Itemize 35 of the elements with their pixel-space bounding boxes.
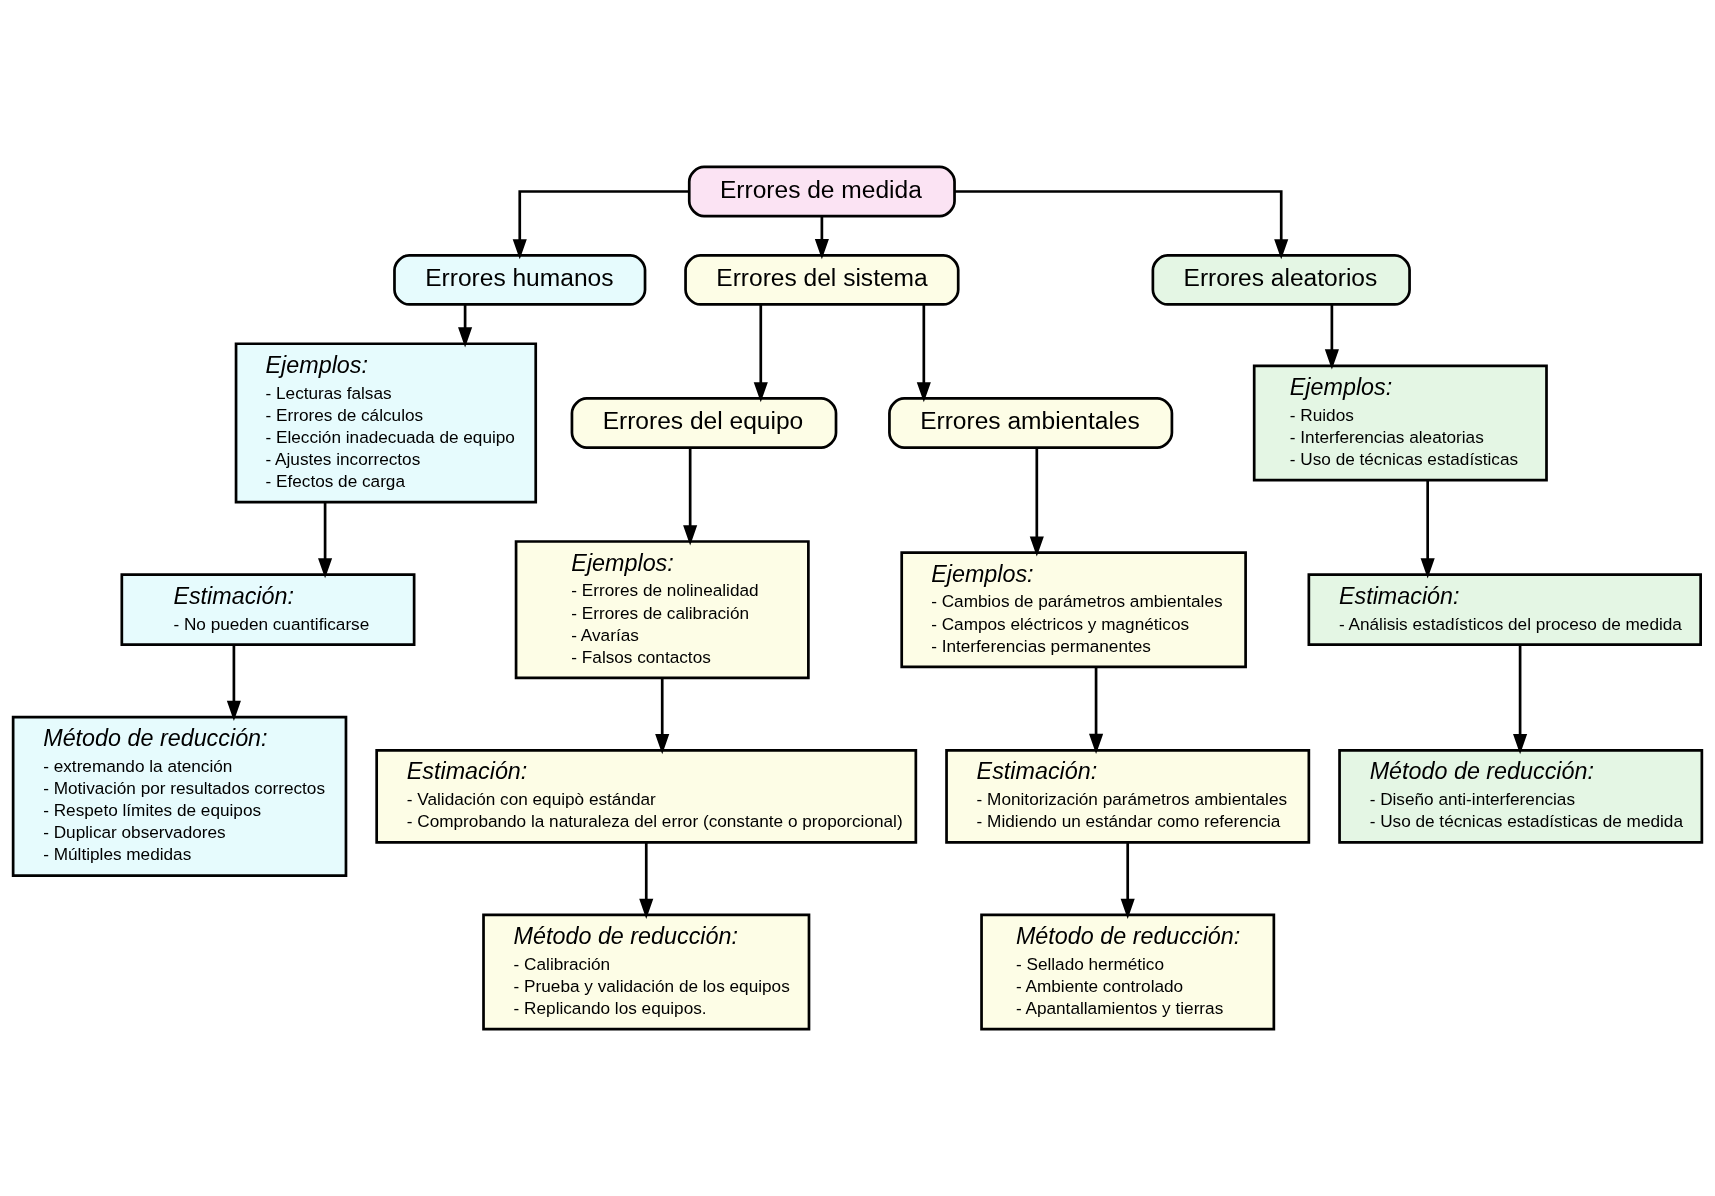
node-box: Método de reducción: - Sellado hermético - Ambiente controlado - Apantallamientos y tierras [980, 913, 1276, 1031]
node-box: Método de reducción: - Diseño anti-interferencias - Uso de técnicas estadísticas de medida [1338, 748, 1704, 844]
arrow [1089, 667, 1104, 755]
node-box: Errores del sistema [684, 254, 960, 306]
node-box: Ejemplos: - Ruidos - Interferencias aleatorias - Uso de técnicas estadísticas [1252, 364, 1548, 482]
node-box: Método de reducción: - Calibración - Prueba y validación de los equipos - Replicando los equipos. [482, 913, 811, 1031]
arrow [753, 304, 768, 403]
arrow [318, 502, 333, 579]
arrow [954, 190, 1289, 260]
arrow [226, 644, 241, 721]
node-box: Errores del equipo [570, 397, 838, 449]
node-box: Errores humanos [393, 254, 647, 306]
arrow [655, 678, 670, 755]
arrow [458, 304, 473, 348]
arrow [1120, 842, 1135, 919]
arrow [1513, 644, 1528, 755]
arrow [512, 190, 689, 260]
node-box: Errores de medida [687, 165, 956, 218]
node-box: Estimación: - No pueden cuantificarse [120, 573, 416, 646]
node-box: Estimación: - Monitorización parámetros ambientales - Midiendo un estándar como referencia [945, 748, 1311, 844]
arrow [683, 447, 698, 546]
node-box: Ejemplos: - Errores de nolinealidad - Errores de calibración - Avarías - Falsos contactos [514, 540, 810, 680]
node-box: Estimación: - Análisis estadísticos del proceso de medida [1307, 573, 1702, 646]
node-box: Método de reducción: - extremando la atención - Motivación por resultados correctos - Respeto límites de equipos - Duplicar observadores - Múltiples medidas [11, 715, 348, 877]
arrow [814, 216, 829, 260]
arrow [1420, 480, 1435, 579]
arrow [639, 842, 654, 919]
arrow [916, 304, 931, 403]
node-box: Ejemplos: - Lecturas falsas - Errores de cálculos - Elección inadecuada de equipo - Ajustes incorrectos - Efectos de carga [234, 342, 538, 504]
node-box: Errores aleatorios [1151, 254, 1411, 306]
node-box: Ejemplos: - Cambios de parámetros ambientales - Campos eléctricos y magnéticos - Interferencias permanentes [900, 551, 1247, 669]
node-box: Errores ambientales [888, 397, 1174, 449]
node-box: Estimación: - Validación con equipò estándar - Comprobando la naturaleza del error (constante o proporcional) [375, 748, 918, 844]
arrow [1324, 304, 1339, 370]
arrow [1029, 447, 1044, 557]
